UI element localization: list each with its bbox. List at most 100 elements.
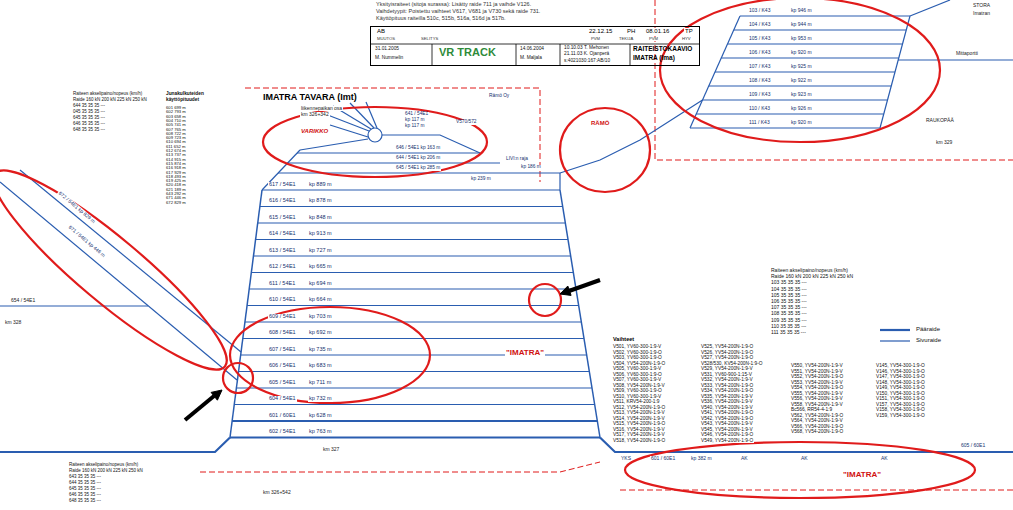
main-track bbox=[0, 438, 230, 453]
title-block-entry: M. Maljala bbox=[519, 56, 543, 61]
track-label: 108 / K43 bbox=[748, 78, 771, 83]
side-track bbox=[260, 206, 563, 207]
table-cell: Raide 160 kN 200 kN 225 kN 250 kN bbox=[770, 274, 854, 279]
switch-entry: V526, YV54-200N-1:9-O bbox=[700, 351, 754, 356]
switch-entry: V513, YV54-200N-1:9-V bbox=[612, 411, 666, 416]
track-label: 107 / K43 bbox=[748, 64, 771, 69]
switch-entry: V506, YV60-300-1:9-O bbox=[612, 373, 663, 378]
track-label: kp 925 m bbox=[790, 64, 813, 69]
track-label: 601 / 60E1 bbox=[650, 456, 676, 461]
track-label: 646 / 54E1 kp 163 m bbox=[395, 146, 441, 151]
switch-entry: V535, YV54-200N-1:9-V bbox=[700, 395, 754, 400]
side-track bbox=[366, 102, 377, 128]
switch-entry: V554, YV54-200N-1:9-O bbox=[790, 386, 844, 391]
place-label: km 326+542 bbox=[262, 490, 292, 495]
switch-entry: V528/530, KV54-200N-1:9-O bbox=[700, 362, 764, 367]
note-text: liikennepaikan osa bbox=[300, 106, 343, 111]
pointer-arrow bbox=[560, 286, 571, 295]
switch-entry: V504, YV54-200N-1:9-O bbox=[612, 362, 666, 367]
track-label: kp 186 m bbox=[520, 165, 542, 170]
switch-entry: V518, YV54-200N-1:9-O bbox=[612, 439, 666, 444]
title-block-heading: PVM bbox=[590, 37, 601, 41]
side-track bbox=[560, 100, 703, 173]
track-label: kp 926 m bbox=[790, 106, 813, 111]
side-track bbox=[709, 85, 892, 86]
pointer-arrow bbox=[185, 280, 600, 420]
note-text: Yksityisraiteet (sitoja surassa): Lisätt… bbox=[375, 2, 532, 8]
revision-cell: AB bbox=[376, 28, 386, 34]
track-label: kp 711 m bbox=[308, 380, 332, 386]
place-label: Imatran bbox=[972, 11, 991, 16]
table-cell: 643 35 35 35 --- bbox=[68, 475, 102, 480]
title-block-heading: PVM bbox=[648, 37, 659, 41]
main-track bbox=[230, 436, 600, 438]
side-track bbox=[234, 404, 594, 405]
switch-entry: V501, YV60-300-1:9-V bbox=[612, 345, 662, 350]
switch-entry: V505, YV60-300-1:9-V bbox=[612, 367, 662, 372]
table-cell: 108 35 35 35 --- bbox=[770, 311, 808, 316]
track-label: 109 / K43 bbox=[748, 92, 771, 97]
pointer-arrow bbox=[185, 396, 214, 420]
track-label: 615 / 54E1 bbox=[268, 215, 297, 221]
track-label: kp 944 m bbox=[790, 22, 813, 27]
side-track bbox=[230, 190, 262, 438]
track-label: V570/572 bbox=[455, 120, 478, 125]
title-block-heading: MUUTOS bbox=[376, 37, 396, 41]
track-label: 611 / 54E1 bbox=[268, 281, 296, 287]
track-label: kp 117 m bbox=[404, 118, 425, 123]
table-cell: 645 35 35 35 --- bbox=[72, 116, 106, 121]
side-track bbox=[715, 71, 895, 72]
track-label: kp 239 m bbox=[470, 177, 492, 182]
highlight-ellipse bbox=[223, 363, 253, 393]
place-label: STORA bbox=[972, 3, 991, 8]
note-text: Vaihdetyypit: Poistettu vaihteet V617, V… bbox=[375, 9, 541, 15]
title-block-grid bbox=[516, 44, 517, 66]
switch-entry: V514, YV54-200N-1:9-V bbox=[612, 417, 666, 422]
table-cell: 111 35 35 35 --- bbox=[770, 330, 807, 335]
main-track bbox=[232, 420, 597, 422]
table-cell: 644 35 35 35 --- bbox=[68, 481, 102, 486]
side-track bbox=[262, 150, 300, 190]
switch-entry: V159, YV54-300-1:9-O bbox=[875, 414, 926, 419]
revision-cell: TP bbox=[684, 28, 694, 34]
switch-entry: V502, YV60-300-1:9-O bbox=[612, 351, 663, 356]
switch-entry: V556, YV54-200N-1:9-V bbox=[790, 397, 844, 402]
switch-entry: V146, YV54-300-1:9-O bbox=[875, 370, 926, 375]
table-heading: käyttöpituudet bbox=[165, 98, 200, 103]
station-name: IMATRA TAVARA (Imt) bbox=[262, 93, 358, 102]
switch-entry: V149, YV54-300-1:9-O bbox=[875, 386, 926, 391]
side-track bbox=[236, 387, 592, 388]
title-block-entry: 10.10.03 T. Mehonen bbox=[563, 46, 610, 51]
place-label: km 329 bbox=[935, 140, 953, 145]
switch-entry: V542, YV54-200N-1:9-O bbox=[700, 417, 754, 422]
switch-entry: V541, YV54-200N-1:9-O bbox=[700, 411, 754, 416]
track-label: kp 382 m bbox=[690, 456, 713, 461]
track-label: kp 735 m bbox=[308, 347, 333, 353]
track-label: kp 628 m bbox=[308, 413, 333, 419]
table-cell: Raiteen akselipaino/nopeus (km/h) bbox=[68, 463, 139, 468]
track-label: YKS bbox=[620, 456, 632, 461]
place-label: 654 / 54E1 bbox=[10, 298, 36, 303]
track-label: LIVI:n raja bbox=[505, 157, 529, 162]
table-cell: 644 35 35 35 --- bbox=[72, 104, 106, 109]
table-cell: 646 35 35 35 --- bbox=[68, 493, 102, 498]
side-track bbox=[254, 255, 571, 256]
side-track bbox=[256, 239, 568, 240]
switch-entry: V566, YV54-200N-1:9-O bbox=[790, 425, 844, 430]
title-block-grid bbox=[370, 44, 700, 66]
title-block-heading: TEKIJÄ bbox=[618, 37, 634, 41]
track-label: kp 727 m bbox=[308, 248, 333, 254]
side-track bbox=[0, 182, 237, 380]
side-track bbox=[560, 190, 600, 438]
area-name: RÄMÖ bbox=[590, 120, 610, 126]
side-track bbox=[559, 173, 560, 190]
side-track bbox=[910, 0, 950, 16]
side-track bbox=[703, 99, 888, 100]
switch-entry: V510, YV60-300-1:9-V bbox=[612, 395, 662, 400]
switch-entry: V562, YV54-200N-1:9-O bbox=[790, 414, 844, 419]
revision-cell: 22.12.15 bbox=[588, 28, 613, 34]
highlight-ellipse bbox=[560, 108, 650, 192]
table-cell: 110 35 35 35 --- bbox=[770, 324, 807, 329]
track-label: kp 117 m bbox=[404, 124, 425, 129]
